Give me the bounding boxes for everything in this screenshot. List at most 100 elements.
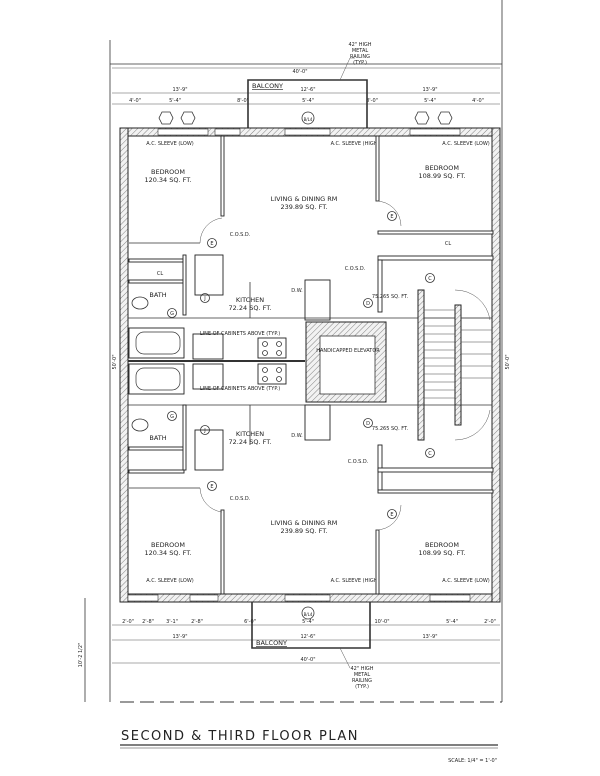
ac-sleeve-high: A.C. SLEEVE (HIGH) [331,578,380,584]
balcony-top: BALCONY 42" HIGH METAL RAILING (TYP.) [247,42,372,130]
side-dimensions: 50'-0" 50'-0" 10'-2 1/2" [78,354,511,667]
interior-walls [128,135,494,595]
door-tag: E [390,512,393,518]
window-tag: B/L4 [304,117,313,122]
overall-depth-dim-left: 50'-0" [112,354,118,369]
property-lines [84,0,503,703]
dim-segment: 8'-0" [366,98,378,104]
drawing-scale: SCALE: 1/4" = 1'-0" [448,758,497,764]
bedroom-label: BEDROOM [151,541,185,549]
foyer-area: 75.265 SQ. FT. [372,426,409,432]
railing-note: 42" HIGH [350,666,373,672]
dim-segment: 5'-4" [169,98,181,104]
elevator-label: HANDICAPPED ELEVATOR [316,348,380,354]
railing-note: METAL [352,48,369,54]
cabinets-note: LINE OF CABINETS ABOVE (TYP.) [200,331,280,337]
smoke-detector: C.O.S.D. [230,232,251,238]
dim-segment: 3'-1" [166,619,178,625]
dim-segment: 10'-0" [374,619,389,625]
bedroom-label: BEDROOM [425,164,459,172]
dim-segment: 2'-0" [122,619,134,625]
dim-segment: 4'-0" [472,98,484,104]
exterior-walls [119,127,501,603]
dim-top-balcony: 12'-6" [300,87,315,93]
bedroom-label: BEDROOM [151,168,185,176]
living-label: LIVING & DINING RM [271,519,338,527]
window-tag: B/L4 [304,612,313,617]
bedroom-area: 120.34 SQ. FT. [144,549,191,557]
door-tag: C [428,276,432,282]
railing-note: RAILING [350,54,370,60]
bedroom-area: 120.34 SQ. FT. [144,176,191,184]
balcony-depth-dim: 10'-2 1/2" [78,643,84,668]
drawing-title: SECOND & THIRD FLOOR PLAN [121,729,359,744]
dim-top-left: 13'-9" [172,87,187,93]
door-tag: J [203,296,205,302]
cooktop-burners [262,341,282,382]
dim-bottom-right: 13'-9" [422,634,437,640]
smoke-detector: C.O.S.D. [348,459,369,465]
kitchen-area: 72.24 SQ. FT. [229,438,272,446]
ac-sleeve-high: A.C. SLEEVE (HIGH) [331,141,380,147]
bedroom-area: 108.99 SQ. FT. [418,172,465,180]
top-dimensions: 40'-0" 13'-9" 12'-6" 13'-9" 4'-0" 5'-4" … [112,67,500,105]
door-tag: C [428,451,432,457]
dim-segment: 6'-0" [244,619,256,625]
closet-label: CL [445,241,451,247]
living-area: 239.89 SQ. FT. [280,203,327,211]
railing-note: METAL [354,672,371,678]
door-tag: D [366,301,370,307]
overall-depth-dim-right: 50'-0" [505,354,511,369]
balcony-label-top: BALCONY [252,82,283,90]
room-labels-top: BEDROOM 120.34 SQ. FT. BEDROOM 108.99 SQ… [144,164,465,392]
bath-label: BATH [149,291,166,299]
kitchen-label: KITCHEN [236,430,264,438]
stair-treads [424,309,492,399]
living-label: LIVING & DINING RM [271,195,338,203]
dim-segment: 5'-4" [302,98,314,104]
overall-width-dim-top: 40'-0" [292,69,307,75]
balcony-label-bottom: BALCONY [256,639,287,647]
bedroom-label: BEDROOM [425,541,459,549]
dim-segment: 2'-8" [142,619,154,625]
dim-top-right: 13'-9" [422,87,437,93]
door-tag: E [390,214,393,220]
bottom-dimensions: 2'-0" 2'-8" 3'-1" 2'-8" 6'-0" 5'-4" 10'-… [112,602,500,690]
closet-label: CL [157,271,163,277]
railing-note: (TYP.) [355,684,369,690]
railing-note: RAILING [352,678,372,684]
railing-note: 42" HIGH [348,42,371,48]
kitchen-label: KITCHEN [236,296,264,304]
smoke-detector: C.O.S.D. [345,266,366,272]
dim-bottom-balcony: 12'-6" [300,634,315,640]
bath-label: BATH [149,434,166,442]
kitchen-area: 72.24 SQ. FT. [229,304,272,312]
dishwasher-label: D.W. [291,433,303,439]
dim-segment: 2'-0" [484,619,496,625]
window-tags-top: B/L4 [158,111,453,125]
door-tag: J [203,428,205,434]
dim-segment: 2'-8" [191,619,203,625]
dim-segment: 5'-4" [446,619,458,625]
dim-segment: 4'-0" [129,98,141,104]
dishwasher-label: D.W. [291,288,303,294]
door-tag: G [170,414,174,420]
door-tag: E [210,241,213,247]
dim-segment: 8'-0" [237,98,249,104]
bedroom-area: 108.99 SQ. FT. [418,549,465,557]
ac-sleeve-low: A.C. SLEEVE (LOW) [442,578,489,584]
room-labels-bottom: KITCHEN 72.24 SQ. FT. BATH 75.265 SQ. FT… [144,426,465,557]
living-area: 239.89 SQ. FT. [280,527,327,535]
overall-width-dim-bottom: 40'-0" [300,657,315,663]
ac-sleeve-low: A.C. SLEEVE (LOW) [146,578,193,584]
foyer-area: 75.265 SQ. FT. [372,294,409,300]
dim-segment: 5'-4" [302,619,314,625]
door-tag: D [366,421,370,427]
dim-segment: 5'-4" [424,98,436,104]
door-tags: E E C C G G J J D D E E [167,211,435,519]
ac-sleeve-low: A.C. SLEEVE (LOW) [146,141,193,147]
door-tag: E [210,484,213,490]
cabinets-note: LINE OF CABINETS ABOVE (TYP.) [200,386,280,392]
smoke-detector: C.O.S.D. [230,496,251,502]
